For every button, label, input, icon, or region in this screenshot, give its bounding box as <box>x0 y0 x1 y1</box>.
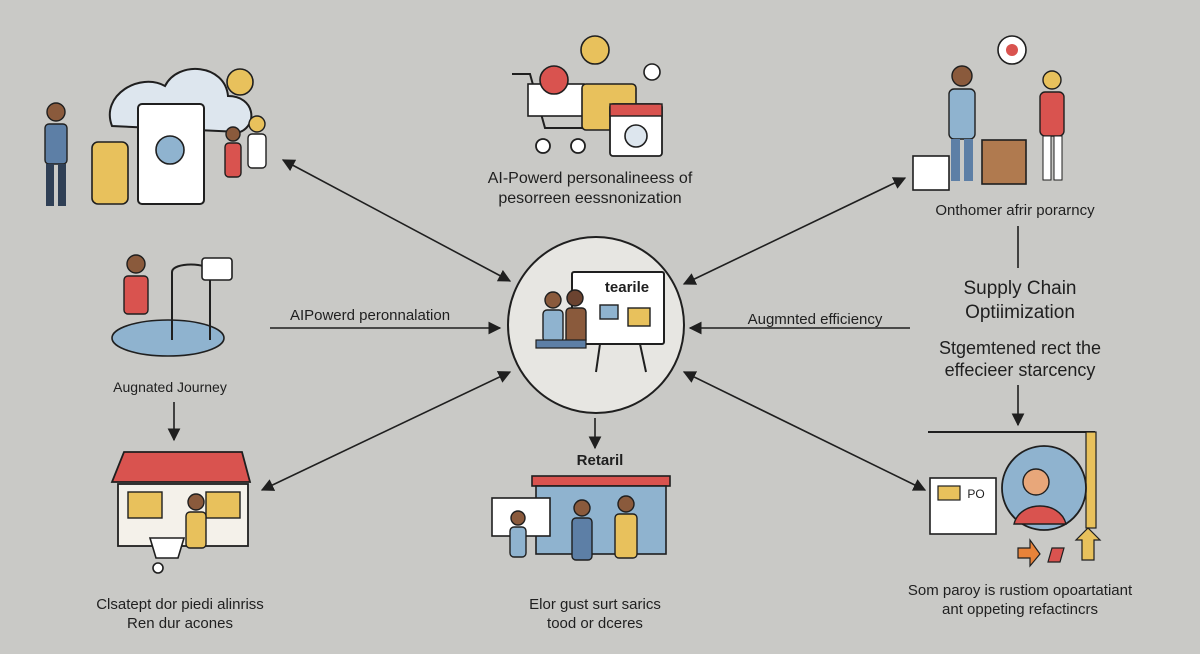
gear-icon <box>643 63 661 81</box>
person-child-icon <box>225 126 241 142</box>
label-supply-line2: Optiimization <box>965 302 1075 323</box>
shopping-illustration <box>512 35 663 157</box>
cart-icon <box>148 537 186 559</box>
journey-illustration <box>111 254 233 357</box>
data-cloud-illustration <box>44 67 267 206</box>
connector-arrows <box>167 159 1025 491</box>
central-hub <box>507 236 685 414</box>
center-screen-text: tearile <box>604 279 650 296</box>
arrow-topright-center <box>682 177 907 285</box>
customer-exchange-illustration <box>912 35 1065 191</box>
label-left-middle: AIPowerd peronnalation <box>289 307 451 324</box>
shopper-icon <box>187 493 205 511</box>
label-bottom-right-line2: ant oppeting refactincrs <box>942 601 1098 618</box>
label-retail: Retaril <box>576 452 624 469</box>
family-adult-icon-2 <box>617 495 635 513</box>
arrow-bottomleft-center <box>260 371 512 491</box>
label-journey: Augnated Journey <box>113 379 227 395</box>
person-standing-icon <box>566 289 584 307</box>
retail-store-illustration <box>491 475 671 561</box>
label-bottom-left-line1: Clsatept dor piedi alinriss <box>96 596 264 613</box>
dashboard-screen-text: PO <box>967 487 985 501</box>
lightbulb-icon <box>580 35 610 65</box>
person-seated-icon <box>544 291 562 309</box>
storefront-illustration <box>110 451 252 574</box>
person-woman-icon <box>248 115 266 133</box>
label-top-center-line2: pesorreen eessnonization <box>498 190 682 207</box>
label-top-right: Onthomer afrir porarncy <box>935 202 1095 219</box>
person-man-icon <box>46 102 66 122</box>
person-man-icon <box>951 65 973 87</box>
box-icon <box>981 139 1027 185</box>
label-supply-sub-line2: effecieer starcency <box>944 360 1096 380</box>
arrow-bottomright-center <box>682 371 927 491</box>
family-adult-icon <box>573 499 591 517</box>
arrow-up-icon <box>1074 527 1102 561</box>
bin-icon <box>912 155 950 191</box>
family-child-icon <box>510 510 526 526</box>
label-bottom-left-line2: Ren dur acones <box>127 615 233 632</box>
label-bottom-center-line1: Elor gust surt sarics <box>529 596 661 613</box>
label-right-middle: Augmnted efficiency <box>747 311 883 328</box>
analyst-illustration <box>928 431 1102 568</box>
arrow-topleft-center <box>281 159 512 282</box>
sign-icon <box>201 257 233 281</box>
label-bottom-right-line1: Som paroy is rustiom opoartatiant <box>907 582 1133 599</box>
person-icon <box>126 254 146 274</box>
label-supply-line1: Supply Chain <box>963 278 1077 299</box>
label-bottom-center-line2: tood or dceres <box>547 615 643 632</box>
label-top-center-line1: AI-Powerd personalineess of <box>487 170 693 187</box>
chat-bubble-icon <box>226 68 254 96</box>
label-supply-sub-line1: Stgemtened rect the <box>938 338 1102 358</box>
person-woman-icon <box>1042 70 1062 90</box>
